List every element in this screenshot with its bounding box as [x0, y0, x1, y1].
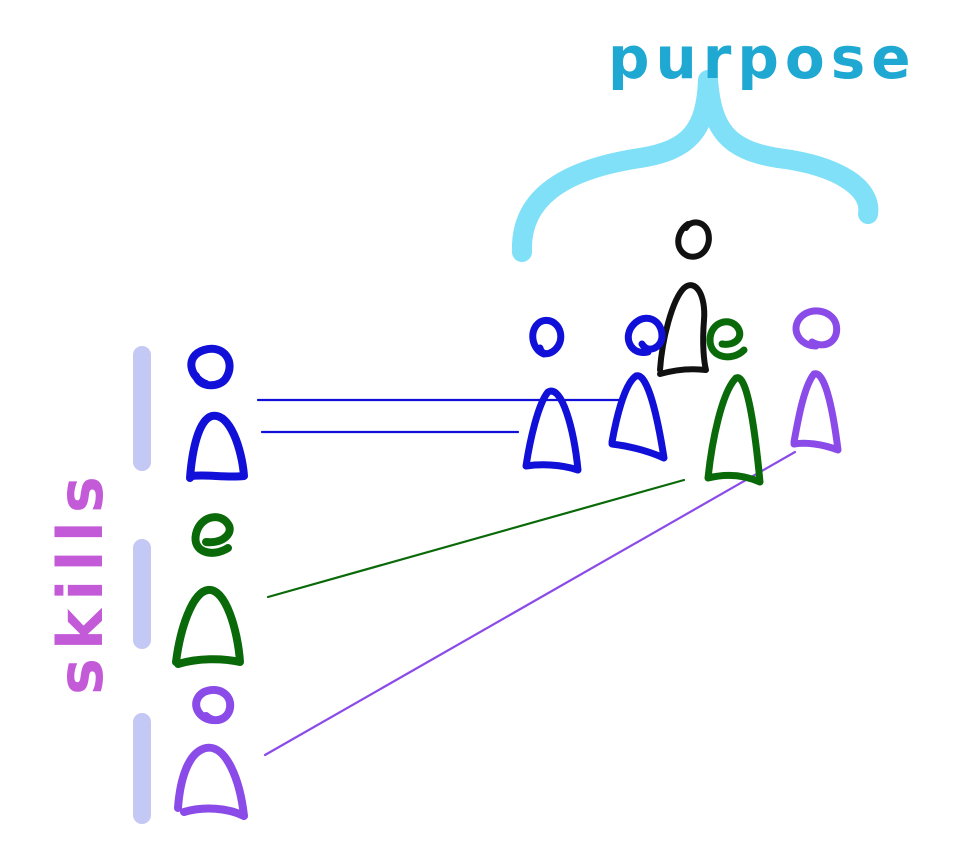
person-team-green	[704, 318, 764, 486]
purpose-brace	[511, 70, 879, 262]
person-left-purple	[174, 686, 248, 820]
person-team-purple	[790, 307, 842, 454]
person-head	[191, 513, 234, 557]
skills-label: skills	[44, 468, 117, 695]
connection-line-green	[266, 478, 686, 599]
person-left-green	[172, 513, 244, 668]
person-head	[624, 314, 666, 356]
person-head	[187, 344, 234, 390]
person-head	[529, 317, 565, 358]
person-body	[657, 282, 709, 377]
person-left-blue	[186, 344, 248, 482]
person-head	[192, 686, 235, 725]
person-head	[706, 318, 748, 361]
person-team-black	[657, 219, 712, 377]
person-body	[174, 743, 248, 820]
connection-line-purple	[263, 450, 797, 757]
connection-lines	[256, 398, 797, 757]
person-body	[704, 374, 764, 486]
person-head	[792, 307, 841, 350]
person-body	[172, 586, 244, 668]
person-team-blue-2	[608, 314, 668, 462]
purpose-label: purpose	[608, 24, 917, 92]
person-body	[608, 372, 668, 462]
person-body	[790, 370, 842, 454]
person-head	[675, 219, 712, 260]
person-team-blue-1	[522, 317, 582, 474]
person-body	[522, 387, 582, 474]
person-body	[186, 411, 248, 482]
